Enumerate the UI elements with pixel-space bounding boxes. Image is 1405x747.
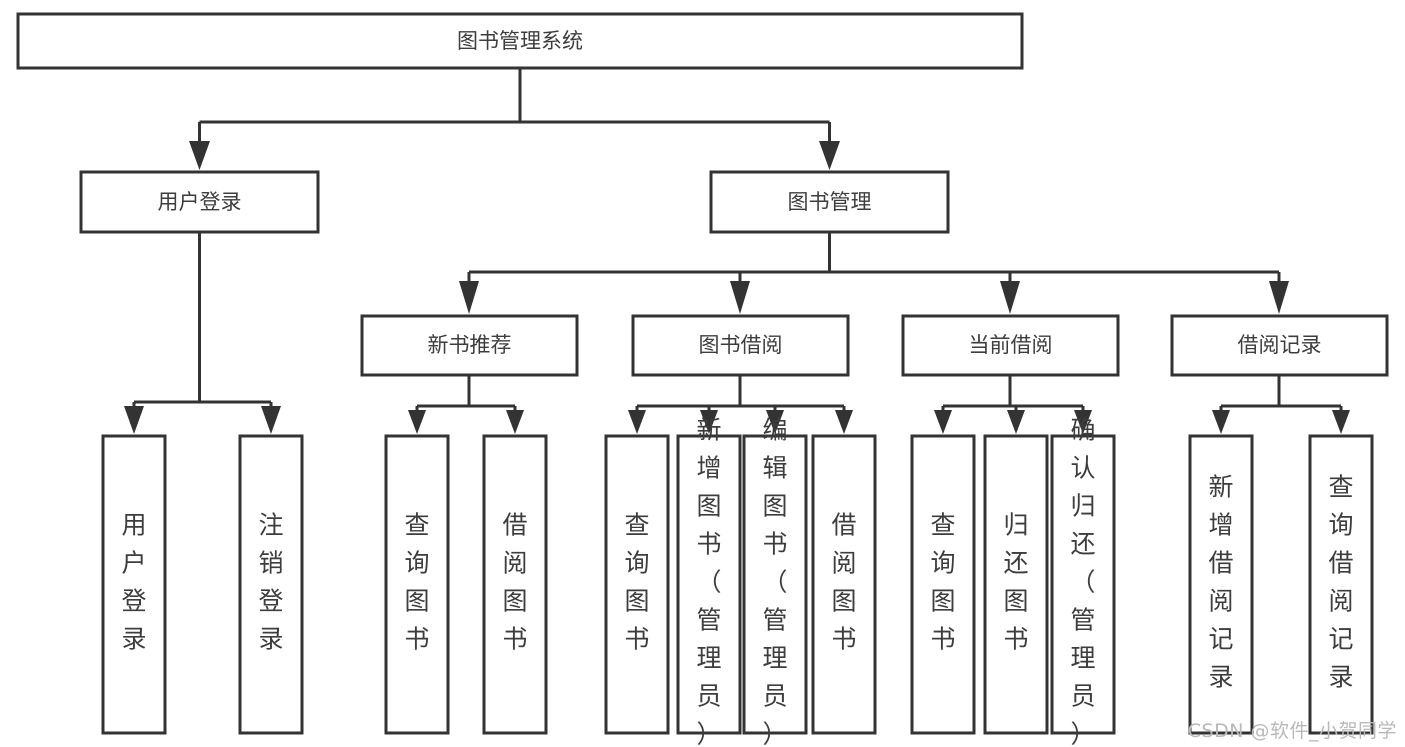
- connector-layer: [124, 68, 1350, 434]
- leaf-add-record-box[interactable]: [1188, 434, 1254, 735]
- book-borrow-label: 图书借阅: [699, 333, 783, 357]
- leaf-add-book-admin[interactable]: 新增图书（管理员）: [676, 416, 742, 747]
- node-current-borrow[interactable]: 当前借阅: [901, 314, 1120, 377]
- leaf-query-book-3-box[interactable]: [910, 434, 976, 735]
- leaf-query-book-3[interactable]: 查询图书: [910, 434, 976, 735]
- leaf-add-book-admin-label: 新增图书（管理员）: [696, 416, 721, 747]
- leaf-confirm-return[interactable]: 确认归还（管理员）: [1050, 416, 1116, 747]
- node-user-login[interactable]: 用户登录: [79, 170, 320, 234]
- leaf-borrow-book-1-box[interactable]: [482, 434, 548, 735]
- borrow-record-box[interactable]: [1170, 314, 1389, 377]
- leaf-borrow-book-2-label: 借阅图书: [831, 511, 856, 654]
- arrow-to-user-login: [189, 141, 210, 170]
- leaf-edit-book-admin[interactable]: 编辑图书（管理员）: [742, 416, 808, 747]
- leaf-borrow-book-1[interactable]: 借阅图书: [482, 434, 548, 735]
- user-login-box[interactable]: [79, 170, 320, 234]
- leaf-logout-label: 注销登录: [258, 511, 283, 654]
- arrow-to-leaf-confirm-return: [1074, 410, 1092, 434]
- user-login-label: 用户登录: [158, 190, 242, 214]
- current-borrow-box[interactable]: [901, 314, 1120, 377]
- leaf-add-record-label: 新增借阅记录: [1208, 473, 1233, 692]
- leaf-user-login[interactable]: 用户登录: [101, 434, 167, 735]
- arrow-to-leaf-edit-book-admin: [766, 410, 784, 434]
- arrow-to-leaf-query-book-1: [408, 410, 426, 434]
- leaf-return-book-label: 归还图书: [1003, 511, 1028, 654]
- leaf-user-login-label: 用户登录: [121, 511, 146, 654]
- arrow-to-new-book-rec: [459, 281, 479, 314]
- new-book-recommend-box[interactable]: [360, 314, 579, 377]
- arrow-to-leaf-user-login: [124, 406, 144, 434]
- leaf-edit-book-admin-label: 编辑图书（管理员）: [762, 416, 787, 747]
- leaf-query-book-1-label: 查询图书: [404, 511, 429, 654]
- arrow-to-leaf-query-record: [1332, 410, 1350, 434]
- leaf-return-book[interactable]: 归还图书: [983, 434, 1049, 735]
- leaf-query-book-2-box[interactable]: [604, 434, 670, 735]
- leaf-user-login-box[interactable]: [101, 434, 167, 735]
- leaf-query-book-1-box[interactable]: [384, 434, 450, 735]
- arrow-to-leaf-borrow-book-1: [506, 410, 524, 434]
- arrow-to-leaf-add-book-admin: [700, 410, 718, 434]
- leaf-edit-book-admin-box[interactable]: [742, 434, 808, 735]
- arrow-to-leaf-borrow-book-2: [835, 410, 853, 434]
- node-book-manage[interactable]: 图书管理: [709, 170, 950, 234]
- leaf-logout[interactable]: 注销登录: [238, 434, 304, 735]
- leaf-query-record[interactable]: 查询借阅记录: [1308, 434, 1374, 735]
- new-book-recommend-label: 新书推荐: [428, 333, 512, 357]
- leaf-query-book-2-label: 查询图书: [624, 511, 649, 654]
- leaf-add-record[interactable]: 新增借阅记录: [1188, 434, 1254, 735]
- book-manage-box[interactable]: [709, 170, 950, 234]
- borrow-record-label: 借阅记录: [1238, 333, 1322, 357]
- leaf-borrow-book-2[interactable]: 借阅图书: [811, 434, 877, 735]
- book-manage-label: 图书管理: [788, 190, 872, 214]
- node-root[interactable]: 图书管理系统: [16, 12, 1024, 70]
- node-book-borrow[interactable]: 图书借阅: [631, 314, 850, 377]
- node-new-book-recommend[interactable]: 新书推荐: [360, 314, 579, 377]
- leaf-return-book-box[interactable]: [983, 434, 1049, 735]
- leaf-add-book-admin-box[interactable]: [676, 434, 742, 735]
- book-borrow-box[interactable]: [631, 314, 850, 377]
- current-borrow-label: 当前借阅: [969, 333, 1053, 357]
- leaf-logout-box[interactable]: [238, 434, 304, 735]
- arrow-to-leaf-return-book: [1007, 410, 1025, 434]
- leaf-confirm-return-label: 确认归还（管理员）: [1070, 416, 1095, 747]
- arrow-to-book-borrow: [730, 281, 750, 314]
- arrow-to-borrow-record: [1269, 281, 1289, 314]
- arrow-to-leaf-query-book-2: [628, 410, 646, 434]
- node-borrow-record[interactable]: 借阅记录: [1170, 314, 1389, 377]
- arrow-to-book-manage: [819, 141, 840, 170]
- arrow-to-leaf-logout: [261, 406, 281, 434]
- leaf-query-book-2[interactable]: 查询图书: [604, 434, 670, 735]
- leaf-query-book-1[interactable]: 查询图书: [384, 434, 450, 735]
- leaf-query-record-box[interactable]: [1308, 434, 1374, 735]
- arrow-to-current-borrow: [1000, 281, 1020, 314]
- leaf-node-layer: 用户登录 注销登录 查询图书 借阅图书 查询图书 新增图书（管理员） 编辑图书（管理员） 借阅…: [101, 416, 1374, 747]
- leaf-borrow-book-1-label: 借阅图书: [502, 511, 527, 654]
- leaf-confirm-return-box[interactable]: [1050, 434, 1116, 735]
- leaf-query-book-3-label: 查询图书: [930, 511, 955, 654]
- arrow-to-leaf-add-record: [1212, 410, 1230, 434]
- arrow-to-leaf-query-book-3: [934, 410, 952, 434]
- leaf-borrow-book-2-box[interactable]: [811, 434, 877, 735]
- root-label: 图书管理系统: [457, 29, 583, 53]
- root-box[interactable]: [16, 12, 1024, 70]
- leaf-query-record-label: 查询借阅记录: [1328, 473, 1353, 692]
